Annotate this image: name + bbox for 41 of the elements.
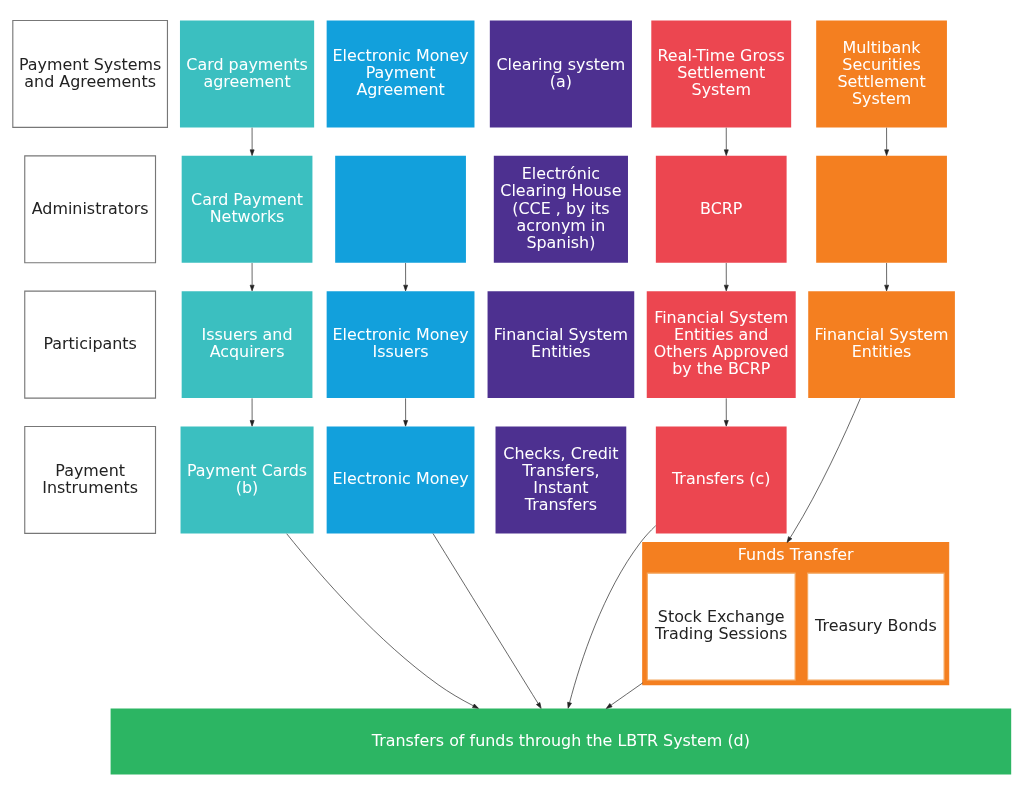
arrow <box>403 397 408 426</box>
arrow <box>605 682 644 709</box>
node-box: Transfers (c) <box>655 426 787 533</box>
node-box: Card Payment Networks <box>181 155 313 263</box>
node-box: Treasury Bonds <box>807 572 945 681</box>
node-box: Electrónic Clearing House (CCE , by its acronym in Spanish) <box>493 155 628 263</box>
node-box: Payment Systems and Agreements <box>12 19 169 128</box>
arrow <box>567 524 657 709</box>
node-box: Transfers of funds through the LBTR System (d) <box>110 708 1012 774</box>
arrow <box>884 126 889 156</box>
arrow <box>249 126 255 156</box>
node-box <box>816 155 947 263</box>
node-box: Electronic Money Issuers <box>326 290 475 398</box>
arrow <box>724 262 729 291</box>
node-box: Financial System Entities <box>487 290 635 398</box>
arrow <box>249 397 255 426</box>
node-box: Administrators <box>24 154 157 263</box>
node-box: BCRP <box>655 155 787 263</box>
node-box: Financial System Entities and Others Approved by the BCRP <box>646 290 796 398</box>
node-box: Clearing system (a) <box>489 20 632 127</box>
arrow <box>884 262 889 291</box>
arrow <box>724 397 729 426</box>
node-box: Multibank Securities Settlement System <box>816 20 947 127</box>
node-box <box>335 155 466 263</box>
node-box: Electronic Money Payment Agreement <box>326 20 475 127</box>
node-box: Financial System Entities <box>808 290 955 398</box>
node-box: Real-Time Gross Settlement System <box>651 20 792 127</box>
arrow <box>249 262 255 291</box>
node-box: Stock Exchange Trading Sessions <box>646 572 796 681</box>
arrow <box>786 397 861 543</box>
arrow <box>286 532 479 709</box>
arrow <box>403 262 408 291</box>
node-box: Issuers and Acquirers <box>181 290 313 398</box>
arrow <box>432 532 542 709</box>
arrow <box>724 126 729 156</box>
node-box: Electronic Money <box>326 426 475 533</box>
node-box: Checks, Credit Transfers, Instant Transfers <box>495 426 627 533</box>
node-box: Participants <box>24 290 157 399</box>
node-box: Payment Instruments <box>24 425 157 534</box>
node-box: Card payments agreement <box>179 20 315 127</box>
node-box: Payment Cards (b) <box>180 426 314 533</box>
